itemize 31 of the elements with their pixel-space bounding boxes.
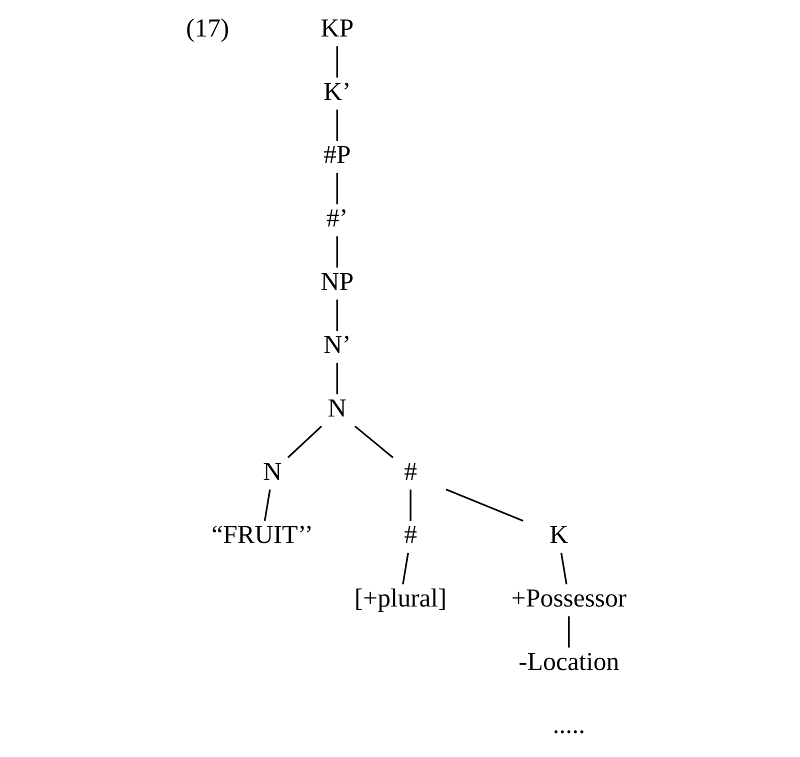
connector [336, 300, 338, 331]
node-text: N [262, 456, 282, 486]
connector [336, 46, 338, 78]
connector [336, 236, 338, 268]
connector [336, 110, 338, 141]
node-text: K [548, 520, 568, 550]
node-text: +Possessor [510, 584, 626, 612]
node-text: “FRUIT’’ [211, 520, 313, 550]
connector [336, 362, 338, 394]
node-text: -Location [518, 646, 619, 676]
connector [402, 552, 408, 584]
label: (17) [186, 14, 229, 42]
connector [568, 616, 570, 648]
node-text: #P [322, 140, 350, 170]
node-text: #’ [326, 204, 348, 232]
node-text: [+plural] [354, 584, 446, 612]
label: ..... [552, 710, 585, 740]
node-text: # [404, 456, 417, 486]
connector [560, 552, 567, 584]
node-text: K’ [323, 76, 350, 106]
node-text: N [327, 394, 346, 422]
connector [263, 489, 270, 522]
connector [409, 490, 411, 521]
connector [445, 488, 523, 522]
node-text: # [404, 520, 417, 550]
node-text: NP [320, 266, 354, 296]
node-text: KP [320, 14, 354, 42]
connector [336, 172, 338, 204]
connector [286, 426, 322, 458]
connector [354, 426, 394, 458]
node-text: N’ [323, 330, 350, 360]
